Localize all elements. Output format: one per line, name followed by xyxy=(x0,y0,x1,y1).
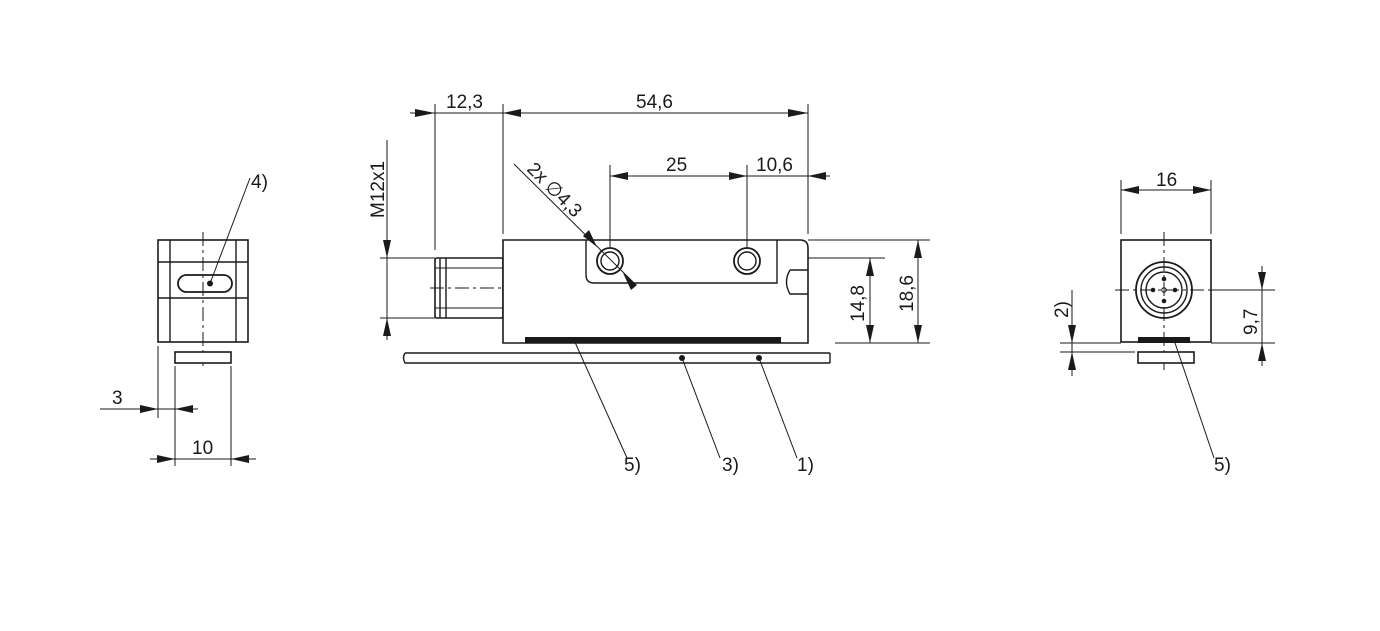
callout-5-side: 5) xyxy=(1214,455,1231,476)
right-end-view: 16 2) 9,7 5) xyxy=(1052,170,1275,476)
dim-right-gap: 2) xyxy=(1052,301,1073,318)
left-slot xyxy=(177,274,233,293)
sensing-face xyxy=(525,337,781,343)
front-view: 12,3 54,6 25 10,6 M12x1 2x ∅4,3 14, xyxy=(368,92,930,476)
left-end-view: 4) 3 10 xyxy=(100,172,268,466)
callout-5-front: 5) xyxy=(624,455,641,476)
dim-left-offset: 3 xyxy=(112,388,123,409)
dim-right-height: 9,7 xyxy=(1241,309,1262,335)
callout-1: 1) xyxy=(797,455,814,476)
target-plate xyxy=(402,352,831,364)
dim-hole-end-offset: 10,6 xyxy=(756,155,793,176)
callout-4: 4) xyxy=(251,172,268,193)
dim-hole-spacing: 25 xyxy=(666,155,687,176)
right-target-plate xyxy=(1137,351,1195,364)
dim-hole-diameter: 2x ∅4,3 xyxy=(522,159,585,222)
sensor-housing xyxy=(502,239,809,344)
callout-3: 3) xyxy=(722,455,739,476)
dim-height-outer: 18,6 xyxy=(897,275,918,312)
dim-thread: M12x1 xyxy=(368,161,389,218)
dim-overall-length: 54,6 xyxy=(636,92,673,113)
dim-height-inner: 14,8 xyxy=(848,285,869,322)
dim-left-width: 10 xyxy=(192,438,213,459)
left-target-plate xyxy=(174,351,232,364)
dim-connector-length: 12,3 xyxy=(446,92,483,113)
dim-right-width: 16 xyxy=(1156,170,1177,191)
